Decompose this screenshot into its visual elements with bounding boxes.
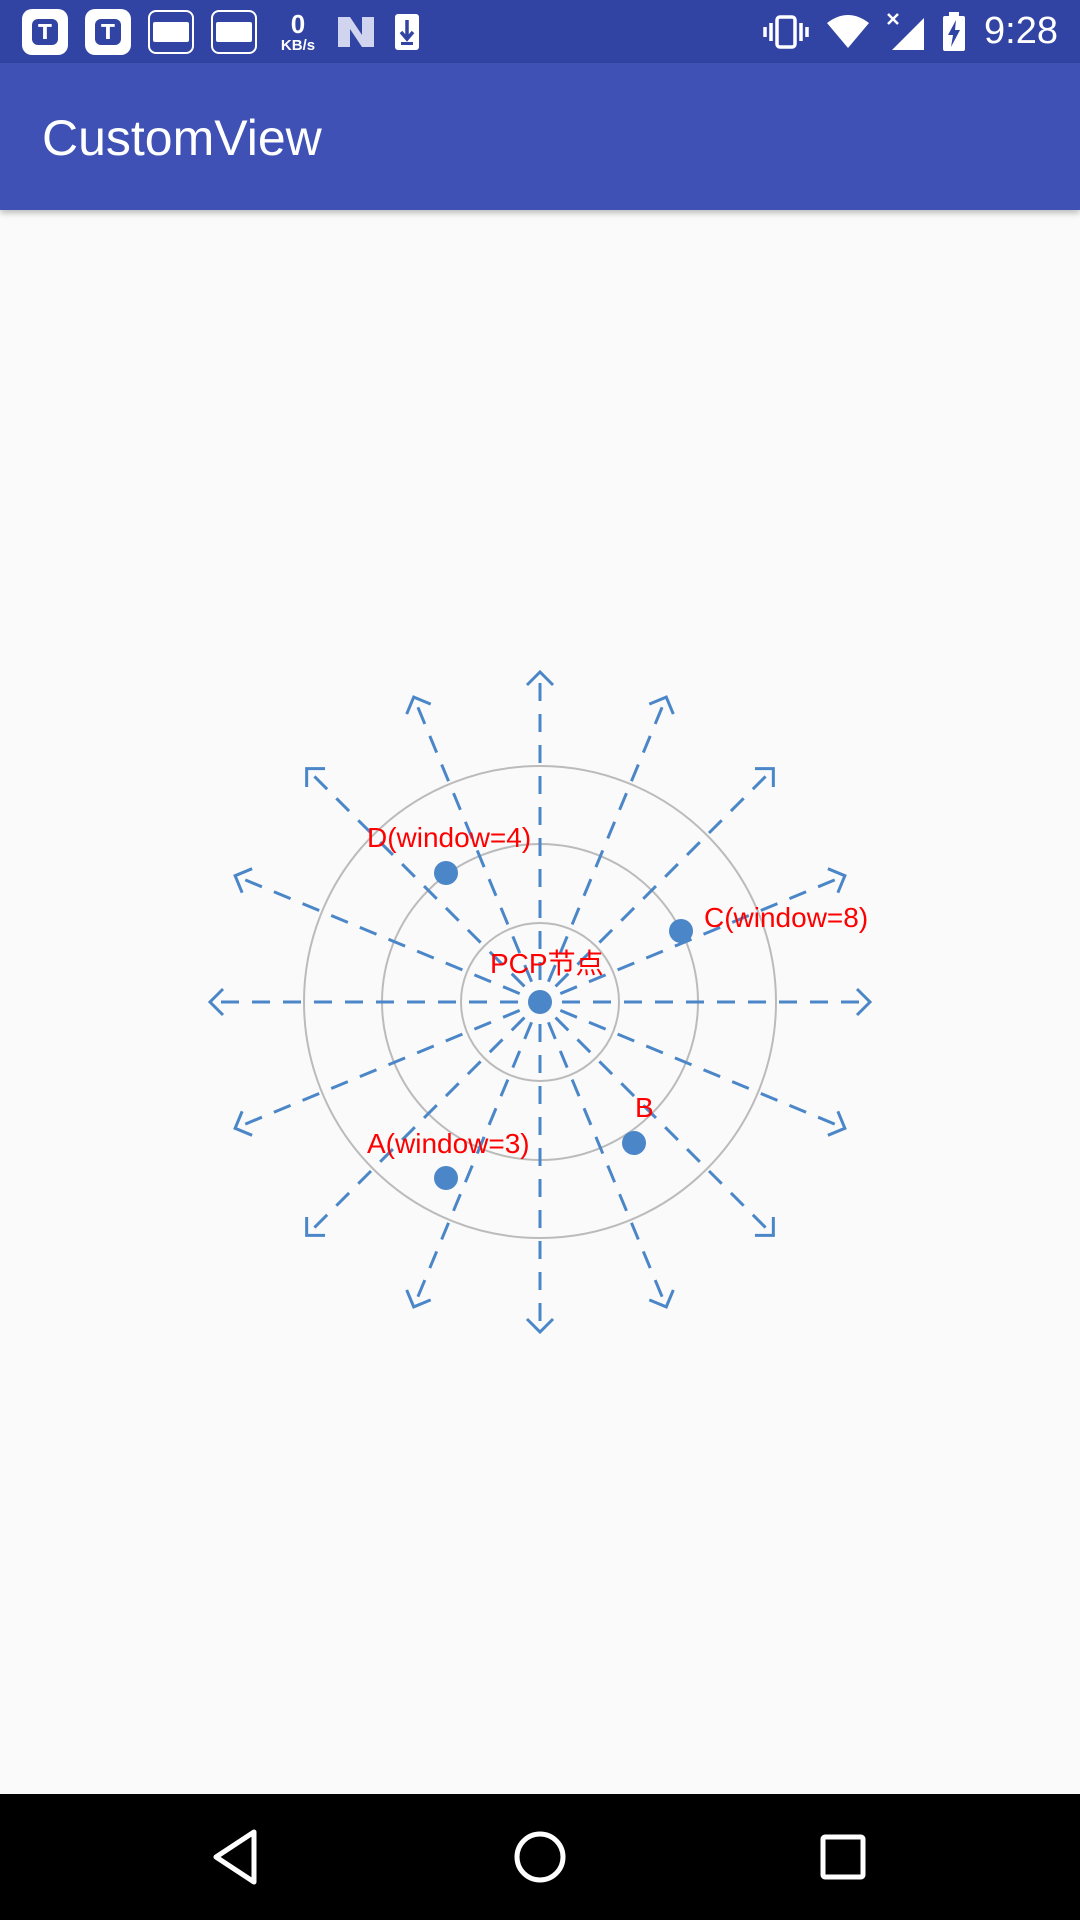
toutiao-t-icon: T — [22, 9, 68, 55]
label-node-d: D(window=4) — [367, 822, 532, 853]
app-title: CustomView — [42, 110, 322, 166]
ray-16 — [559, 874, 846, 995]
ray-7 — [305, 1016, 526, 1237]
ray-4 — [547, 1021, 668, 1308]
toutiao-t-icon: T — [85, 9, 131, 55]
label-node-c: C(window=8) — [704, 902, 869, 933]
node-b — [622, 1131, 646, 1155]
ray-arrowhead-4 — [648, 1289, 675, 1309]
network-speed-value: 0 — [290, 9, 306, 39]
ray-arrowhead-2 — [827, 1110, 847, 1137]
label-center-pcp-node: PCP节点 — [490, 948, 604, 979]
ray-arrowhead-15 — [754, 767, 775, 788]
node-a — [434, 1166, 458, 1190]
ray-arrowhead-7 — [305, 1216, 326, 1237]
ray-14 — [547, 696, 668, 983]
ray-15 — [554, 767, 775, 988]
download-icon — [395, 14, 419, 50]
battery-charging-icon — [943, 11, 966, 51]
toutiao-news-icon — [148, 10, 194, 54]
custom-view-canvas: PCP节点 D(window=4) C(window=8) B A(window… — [0, 210, 1080, 1794]
ray-arrowhead-13 — [525, 669, 555, 687]
recents-icon[interactable] — [810, 1824, 876, 1890]
ray-8 — [234, 1009, 521, 1130]
system-icons: 9:28 — [746, 0, 1058, 63]
navigation-bar — [0, 1794, 1080, 1920]
ray-arrowhead-16 — [827, 867, 847, 894]
home-icon[interactable] — [507, 1824, 573, 1890]
node-c — [669, 919, 693, 943]
netease-n-icon — [338, 17, 374, 47]
ray-arrowhead-1 — [855, 987, 873, 1017]
network-speed: 0 KB/s — [274, 11, 322, 53]
ray-arrowhead-6 — [405, 1289, 432, 1309]
ray-arrowhead-5 — [525, 1317, 555, 1335]
ray-2 — [559, 1009, 846, 1130]
status-clock: 9:28 — [984, 10, 1058, 52]
ray-12 — [412, 696, 533, 983]
ring-3 — [303, 765, 777, 1239]
ray-arrowhead-3 — [754, 1216, 775, 1237]
node-center-pcp — [528, 990, 552, 1014]
ray-arrowhead-9 — [207, 987, 225, 1017]
toutiao-news-icon — [211, 10, 257, 54]
label-node-a: A(window=3) — [367, 1128, 530, 1159]
wifi-icon — [827, 14, 870, 48]
ray-arrowhead-8 — [233, 1110, 253, 1137]
network-speed-unit: KB/s — [280, 37, 316, 54]
vibrate-icon — [763, 14, 809, 49]
ring-1 — [460, 922, 620, 1082]
signal-icon — [887, 12, 925, 50]
app-bar: CustomView — [0, 63, 1080, 210]
ray-11 — [305, 767, 526, 988]
label-node-b: B — [635, 1092, 654, 1123]
ray-10 — [234, 874, 521, 995]
back-icon[interactable] — [204, 1824, 270, 1890]
ray-3 — [554, 1016, 775, 1237]
notification-icons: T T 0 KB/s — [22, 9, 438, 55]
pcp-radial-diagram — [207, 669, 873, 1335]
ray-arrowhead-12 — [405, 695, 432, 715]
ray-arrowhead-10 — [233, 867, 253, 894]
ray-arrowhead-14 — [648, 695, 675, 715]
node-d — [434, 861, 458, 885]
ray-6 — [412, 1021, 533, 1308]
ray-arrowhead-11 — [305, 767, 326, 788]
status-bar: T T 0 KB/s — [0, 0, 1080, 63]
